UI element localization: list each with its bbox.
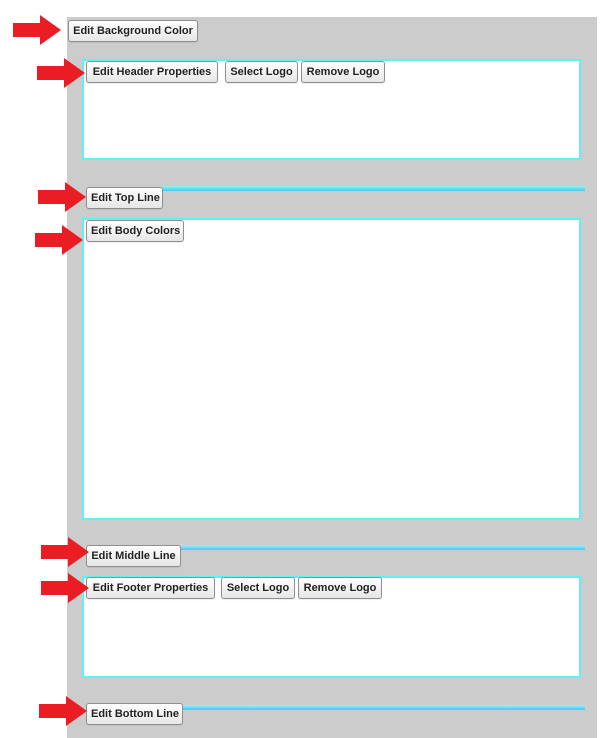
bottom-line (183, 705, 585, 710)
header-select-logo-button[interactable]: Select Logo (225, 61, 298, 83)
red-arrow-icon (41, 573, 89, 603)
edit-middle-line-button[interactable]: Edit Middle Line (86, 545, 181, 567)
edit-background-color-button[interactable]: Edit Background Color (68, 20, 198, 42)
red-arrow-icon (39, 696, 87, 726)
header-remove-logo-button[interactable]: Remove Logo (301, 61, 385, 83)
edit-body-colors-button[interactable]: Edit Body Colors (86, 220, 184, 242)
edit-bottom-line-button[interactable]: Edit Bottom Line (86, 703, 183, 725)
edit-header-properties-button[interactable]: Edit Header Properties (86, 61, 218, 83)
top-line (163, 186, 585, 191)
body-panel (82, 218, 581, 520)
edit-top-line-button[interactable]: Edit Top Line (86, 187, 163, 209)
red-arrow-icon (37, 58, 85, 88)
red-arrow-icon (13, 15, 61, 45)
footer-select-logo-button[interactable]: Select Logo (221, 577, 295, 599)
middle-line (181, 545, 585, 550)
red-arrow-icon (41, 537, 89, 567)
red-arrow-icon (38, 182, 86, 212)
edit-footer-properties-button[interactable]: Edit Footer Properties (86, 577, 215, 599)
footer-remove-logo-button[interactable]: Remove Logo (298, 577, 382, 599)
red-arrow-icon (35, 225, 83, 255)
